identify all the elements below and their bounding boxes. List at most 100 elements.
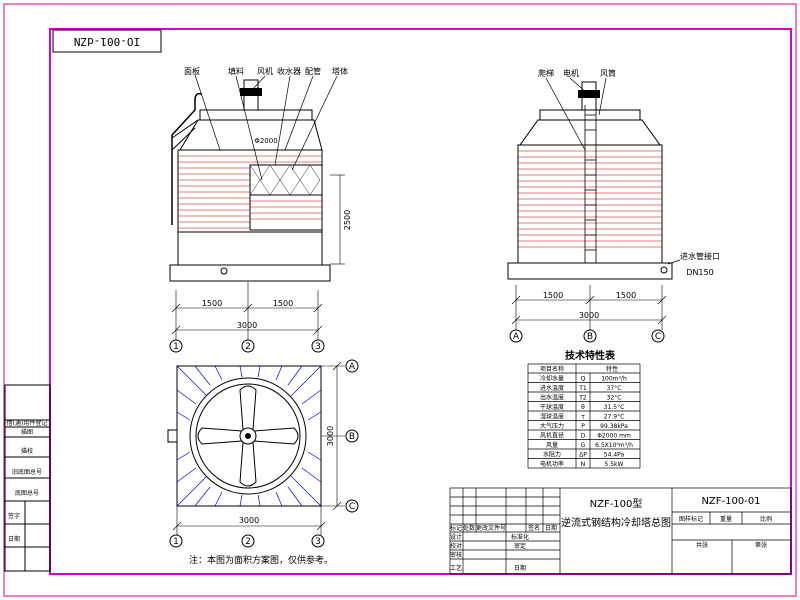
bottom-cell: 第张 xyxy=(755,541,767,549)
front-label: 面板 xyxy=(184,66,200,76)
tech-table-cell: 5.5kW xyxy=(605,461,624,468)
inlet-label: 进水管接口 xyxy=(680,251,720,261)
code-box: IO-001-dZN xyxy=(52,29,162,53)
tech-table-cell: T2 xyxy=(578,395,587,402)
title-cell: 日期 xyxy=(545,524,557,532)
drawing-number: NZF-100-01 xyxy=(701,496,760,507)
tech-table-cell: 54.4Pa xyxy=(604,452,625,459)
tech-table-cell: 6.5X10⁴m³/h xyxy=(595,442,633,449)
front-label: 配管 xyxy=(305,66,321,76)
tech-table-cell: ΔP xyxy=(579,452,587,459)
tech-table-cell: 99.38kPa xyxy=(600,423,628,430)
front-height-dim: 2500 xyxy=(343,210,352,230)
tech-table-cell: 100m³/h xyxy=(601,376,627,383)
front-dim-right: 1500 xyxy=(273,299,293,308)
axis-bubble: A xyxy=(349,362,356,372)
tech-table-cell: N xyxy=(581,461,586,468)
tech-table-cell: 37°C xyxy=(607,385,622,392)
front-label: 塔体 xyxy=(332,66,348,76)
side-view: 爬梯 电机 风筒 进水管接口 DN150 1500 1500 3000 A B … xyxy=(507,68,720,343)
drawing-title: 逆流式钢结构冷却塔总图 xyxy=(561,516,671,529)
axis-bubble: B xyxy=(349,432,355,442)
front-dim-left: 1500 xyxy=(202,299,222,308)
title-cell: 更改文件号 xyxy=(476,524,506,532)
tech-table-cell: 冷却水量 xyxy=(540,375,564,383)
strip-label: 底图总号 xyxy=(15,489,39,497)
role-label: 日期 xyxy=(514,564,526,572)
side-dim-right: 1500 xyxy=(616,291,636,300)
tech-table-cell: 湿球温度 xyxy=(540,413,564,421)
code-text: IO-001-dZN xyxy=(74,35,140,48)
axis-bubble: 3 xyxy=(315,537,321,547)
role-label: 标准化 xyxy=(511,533,529,541)
strip-label: 日期 xyxy=(8,535,20,543)
strip-label: 签字 xyxy=(8,512,20,520)
tech-table-cell: D xyxy=(581,433,586,440)
role-label: 审核 xyxy=(450,551,462,559)
tech-table-cell: P xyxy=(581,423,585,430)
inlet-dn: DN150 xyxy=(686,268,713,277)
tech-table-cell: 水阻力 xyxy=(543,451,561,459)
strip-label: 旧底图总号 xyxy=(12,468,42,476)
tech-header: 特性 xyxy=(606,365,618,373)
tech-table-cell: 27.9°C xyxy=(604,414,625,421)
strip-label: 描图 xyxy=(21,428,33,436)
fan-diameter-label: Φ2000 xyxy=(254,137,277,145)
mid-cell: 图样标记 xyxy=(679,515,703,523)
mid-cell: 比例 xyxy=(760,515,772,523)
drawing-note: 注：本图为面积方案图，仅供参考。 xyxy=(189,554,333,566)
title-cell: 处数 xyxy=(463,524,475,532)
tech-table-title: 技术特性表 xyxy=(565,349,616,362)
model-code: NZF-100型 xyxy=(590,497,643,510)
strip-label: 描校 xyxy=(21,447,33,455)
plan-view: 3000 A B C 3000 1 2 3 xyxy=(167,359,359,548)
side-label: 爬梯 xyxy=(538,68,554,78)
axis-bubble: B xyxy=(587,332,593,342)
tech-table-cell: G xyxy=(581,442,586,449)
tech-table-cell: 风量 xyxy=(546,442,558,449)
role-label: 设计 xyxy=(450,533,462,541)
axis-bubble: 1 xyxy=(173,537,179,547)
plan-depth-dim: 3000 xyxy=(326,426,335,446)
front-dim-total: 3000 xyxy=(237,321,257,330)
role-label: 校对 xyxy=(450,542,462,550)
side-dim-left: 1500 xyxy=(543,291,563,300)
tech-table-cell: 出水温度 xyxy=(540,394,564,402)
tech-table-cell: 电机功率 xyxy=(540,460,564,468)
front-label: 收水器 xyxy=(277,66,301,76)
axis-bubble: 2 xyxy=(245,537,251,547)
front-view: 面板 填料 风机 收水器 配管 塔体 Φ2000 2500 1500 1500 … xyxy=(169,66,352,353)
side-label: 电机 xyxy=(563,68,579,78)
axis-bubble: A xyxy=(513,332,520,342)
tech-table-cell: 进水温度 xyxy=(540,384,564,392)
inner-frame xyxy=(49,28,792,575)
axis-bubble: 1 xyxy=(173,342,179,352)
tech-table-cell: 31.5°C xyxy=(604,404,625,411)
tech-table-cell: 干球温度 xyxy=(540,403,564,411)
tech-table-cell: Q xyxy=(581,376,586,383)
title-cell: 标记 xyxy=(450,524,462,532)
side-dim-total: 3000 xyxy=(579,311,599,320)
bottom-cell: 共张 xyxy=(696,541,708,549)
role-label: 工艺 xyxy=(450,564,462,572)
role-label: 审定 xyxy=(514,542,526,550)
front-label: 风机 xyxy=(257,66,273,76)
tech-table-cell: 32°C xyxy=(607,395,622,402)
axis-bubble: 3 xyxy=(315,342,321,352)
title-block xyxy=(449,487,792,575)
front-label: 填料 xyxy=(228,66,244,76)
strip-label: 借(通)用件登记 xyxy=(7,419,48,427)
tech-table-cell: T1 xyxy=(578,385,587,392)
left-strip xyxy=(4,384,51,572)
tech-table-cell: τ xyxy=(581,414,585,421)
tech-table-cell: 大气压力 xyxy=(540,422,564,430)
plan-width-dim: 3000 xyxy=(239,516,259,525)
tech-table-cell: θ xyxy=(581,404,585,411)
mid-cell: 重量 xyxy=(720,515,732,523)
tech-table-cell: 风机直径 xyxy=(540,432,564,440)
axis-bubble: 2 xyxy=(245,342,251,352)
tech-table-cell: Φ2000 mm xyxy=(597,433,631,440)
axis-bubble: C xyxy=(655,332,661,342)
side-label: 风筒 xyxy=(600,68,616,78)
